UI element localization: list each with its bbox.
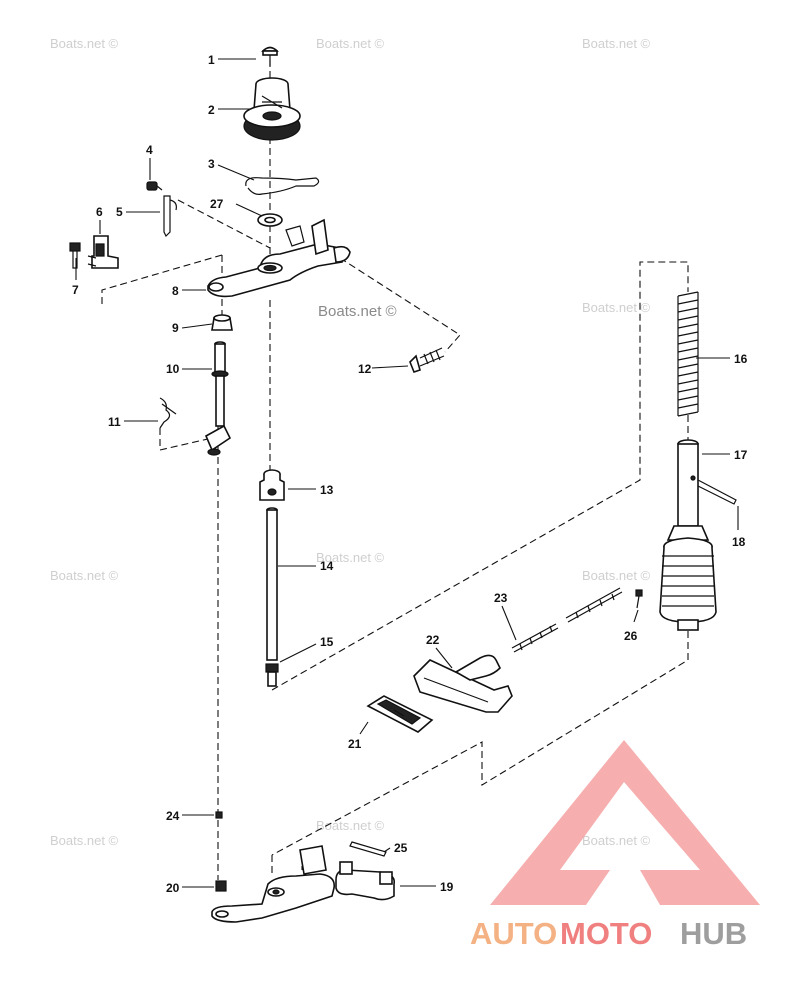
watermark: Boats.net © bbox=[318, 303, 397, 320]
part-26-screw bbox=[635, 589, 643, 609]
part-18-pin bbox=[697, 479, 737, 505]
part-10-shift-rod bbox=[204, 341, 232, 456]
part-24-clip bbox=[215, 811, 223, 819]
part-27-washer bbox=[257, 213, 283, 227]
callout-19: 19 bbox=[440, 880, 454, 894]
part-5-pin bbox=[163, 195, 177, 238]
callout-20: 20 bbox=[166, 881, 180, 895]
part-22-handle bbox=[413, 654, 513, 713]
part-7-screw bbox=[69, 242, 81, 269]
watermark: Boats.net © bbox=[582, 300, 651, 315]
callout-22: 22 bbox=[426, 633, 440, 647]
part-13-connector bbox=[259, 469, 285, 501]
part-15-rod-end bbox=[265, 663, 279, 687]
callout-11: 11 bbox=[108, 415, 121, 429]
callout-1: 1 bbox=[208, 53, 215, 67]
callout-24: 24 bbox=[166, 809, 180, 823]
watermark: Boats.net © bbox=[50, 833, 119, 848]
part-17-shaft bbox=[666, 439, 710, 541]
part-4-screw bbox=[146, 181, 163, 191]
callout-2: 2 bbox=[208, 103, 215, 117]
part-19-lever bbox=[335, 861, 396, 901]
part-8-shift-lever bbox=[207, 218, 351, 298]
callout-5: 5 bbox=[116, 205, 123, 219]
part-14-rod bbox=[266, 507, 278, 661]
callout-3: 3 bbox=[208, 157, 215, 171]
callout-9: 9 bbox=[172, 321, 179, 335]
watermark-layer: Boats.net © Boats.net © Boats.net © Boat… bbox=[50, 36, 651, 848]
assembly-lines bbox=[101, 60, 689, 880]
watermark: Boats.net © bbox=[316, 550, 385, 565]
brand-hub: HUB bbox=[680, 916, 747, 951]
callout-17: 17 bbox=[734, 448, 748, 462]
callout-6: 6 bbox=[96, 205, 103, 219]
watermark: Boats.net © bbox=[582, 568, 651, 583]
brand-logo: AUTO MOTO HUB bbox=[470, 740, 760, 951]
callout-10: 10 bbox=[166, 362, 180, 376]
callout-4: 4 bbox=[146, 143, 153, 157]
callout-21: 21 bbox=[348, 737, 362, 751]
watermark: Boats.net © bbox=[316, 36, 385, 51]
watermark: Boats.net © bbox=[582, 833, 651, 848]
callout-13: 13 bbox=[320, 483, 334, 497]
part-3-spring-clip bbox=[245, 177, 320, 195]
callout-12: 12 bbox=[358, 362, 372, 376]
part-25-pin bbox=[349, 841, 387, 857]
leader-lines bbox=[75, 58, 739, 888]
callout-labels: 1 2 3 4 5 6 7 8 9 10 11 12 13 14 15 16 1… bbox=[72, 53, 748, 895]
shift-arm-base bbox=[211, 845, 336, 923]
callout-18: 18 bbox=[732, 535, 746, 549]
watermark: Boats.net © bbox=[50, 568, 119, 583]
part-9-bushing bbox=[211, 314, 233, 331]
part-6-clamp bbox=[87, 235, 119, 269]
callout-16: 16 bbox=[734, 352, 748, 366]
callout-26: 26 bbox=[624, 629, 638, 643]
callout-23: 23 bbox=[494, 591, 508, 605]
callout-25: 25 bbox=[394, 841, 408, 855]
part-20-nut bbox=[215, 880, 227, 892]
callout-8: 8 bbox=[172, 284, 179, 298]
brand-moto: MOTO bbox=[560, 916, 652, 951]
callout-27: 27 bbox=[210, 197, 224, 211]
part-23-rope bbox=[511, 587, 623, 653]
part-11-hairpin bbox=[159, 397, 177, 429]
part-21-bracket bbox=[366, 695, 434, 733]
part-2-gear bbox=[243, 77, 301, 141]
part-16-spring bbox=[677, 291, 699, 417]
callout-7: 7 bbox=[72, 283, 79, 297]
brand-auto: AUTO bbox=[470, 916, 557, 951]
part-12-bolt bbox=[409, 347, 445, 373]
part-1-screw bbox=[261, 46, 279, 66]
watermark: Boats.net © bbox=[316, 818, 385, 833]
rope-drum bbox=[659, 537, 717, 631]
watermark: Boats.net © bbox=[582, 36, 651, 51]
logo-triangle bbox=[490, 740, 760, 905]
watermark: Boats.net © bbox=[50, 36, 119, 51]
callout-14: 14 bbox=[320, 559, 334, 573]
callout-15: 15 bbox=[320, 635, 334, 649]
